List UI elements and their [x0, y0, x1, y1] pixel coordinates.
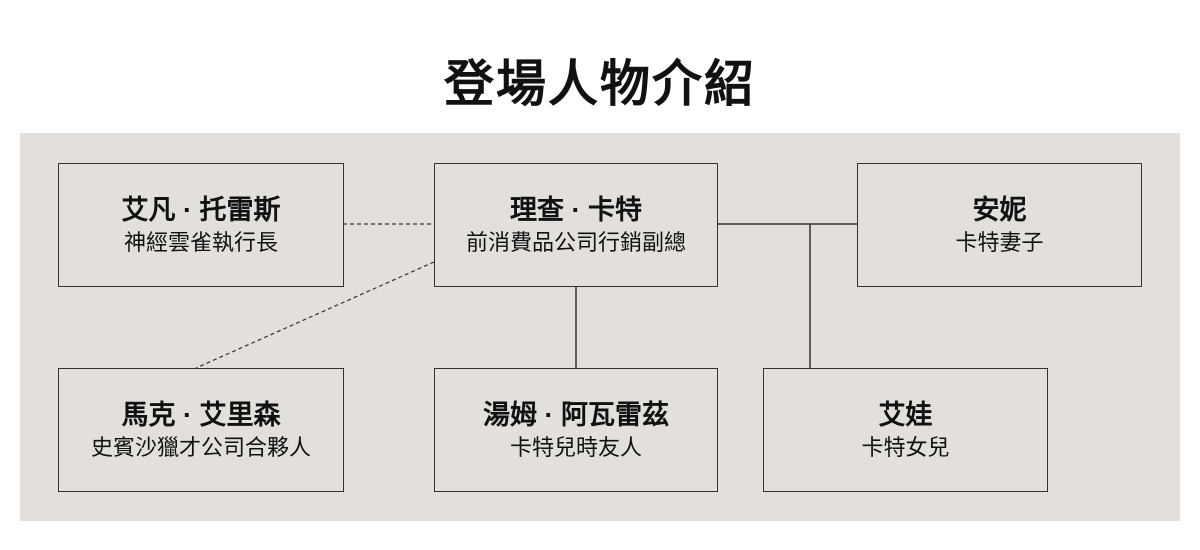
character-card-richard: 理查 · 卡特 前消費品公司行銷副總 [434, 163, 718, 287]
character-name: 艾凡 · 托雷斯 [121, 195, 281, 225]
character-name: 理查 · 卡特 [510, 195, 642, 225]
page-title: 登場人物介紹 [444, 56, 756, 112]
character-card-ava: 艾娃 卡特女兒 [763, 368, 1048, 492]
character-card-mark: 馬克 · 艾里森 史賓沙獵才公司合夥人 [58, 368, 344, 492]
character-name: 湯姆 · 阿瓦雷茲 [483, 400, 669, 430]
character-name: 馬克 · 艾里森 [121, 400, 281, 430]
character-role: 神經雲雀執行長 [123, 230, 278, 255]
character-role: 卡特妻子 [955, 230, 1044, 255]
character-name: 艾娃 [878, 400, 933, 430]
character-card-tom: 湯姆 · 阿瓦雷茲 卡特兒時友人 [434, 368, 718, 492]
dashed-link-richard-mark [195, 261, 435, 369]
character-role: 前消費品公司行銷副總 [465, 230, 686, 255]
character-name: 安妮 [972, 195, 1027, 225]
character-card-evan: 艾凡 · 托雷斯 神經雲雀執行長 [58, 163, 344, 287]
character-card-annie: 安妮 卡特妻子 [857, 163, 1142, 287]
character-role: 卡特兒時友人 [509, 435, 642, 460]
character-role: 史賓沙獵才公司合夥人 [90, 435, 311, 460]
character-role: 卡特女兒 [861, 435, 950, 460]
